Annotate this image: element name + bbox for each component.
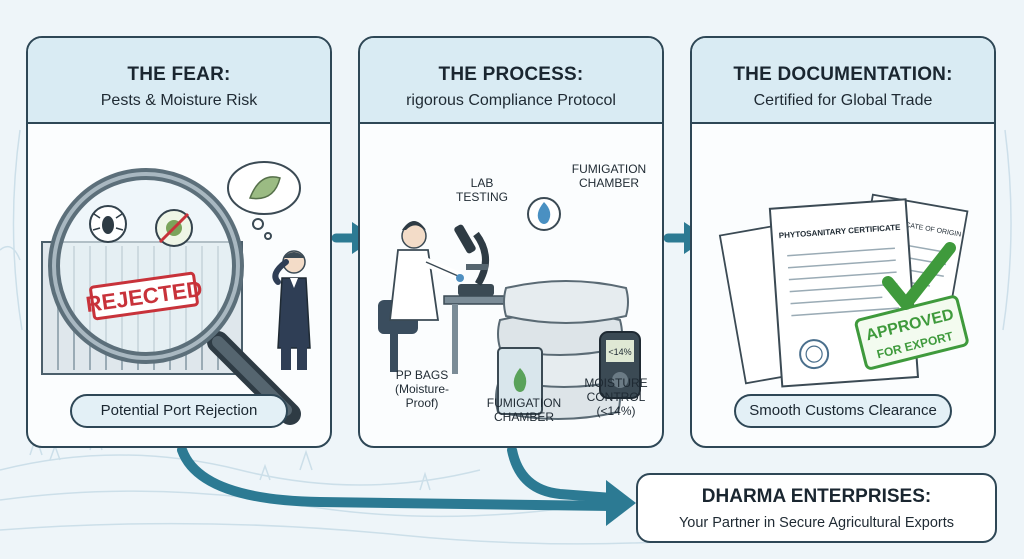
- panel-process-title: THE PROCESS:: [438, 64, 584, 85]
- flow-arrow-to-partner-2: [507, 445, 617, 503]
- panel-fear-subtitle: Pests & Moisture Risk: [100, 92, 258, 109]
- label-moisture-control: MOISTURE CONTROL (<14%): [584, 376, 648, 418]
- label-pp-bags: PP BAGS (Moisture-Proof): [394, 368, 449, 410]
- panel-process: THE PROCESS: rigorous Compliance Protoco…: [358, 36, 664, 448]
- pp-bag-icon: [497, 347, 543, 415]
- moisture-meter-readout: <14%: [608, 347, 631, 357]
- flow-arrow-to-partner-1: [177, 445, 617, 511]
- panel-documentation-title: THE DOCUMENTATION:: [733, 64, 953, 85]
- mold-warning-icon: [155, 209, 193, 247]
- fear-illustration: REJECTED: [41, 161, 311, 425]
- port-rejection-pill: Potential Port Rejection: [70, 394, 288, 428]
- panel-documentation-header: THE DOCUMENTATION: Certified for Global …: [692, 38, 994, 124]
- pest-icon: [89, 205, 127, 243]
- customs-clearance-pill: Smooth Customs Clearance: [734, 394, 952, 428]
- label-lab-testing: LAB TESTING: [455, 176, 508, 204]
- process-illustration: <14%: [378, 197, 641, 420]
- panel-fear-title: THE FEAR:: [127, 64, 231, 85]
- worried-man-icon: [272, 250, 311, 370]
- moisture-meter-icon: <14%: [599, 331, 641, 399]
- lab-scientist-icon: [378, 221, 464, 372]
- partner-box: DHARMA ENTERPRISES: Your Partner in Secu…: [636, 473, 997, 543]
- partner-title: DHARMA ENTERPRISES:: [701, 486, 932, 507]
- microscope-icon: [454, 224, 494, 296]
- panel-documentation-subtitle: Certified for Global Trade: [753, 92, 933, 109]
- panel-fear: THE FEAR: Pests & Moisture Risk: [26, 36, 332, 448]
- partner-subtitle: Your Partner in Secure Agricultural Expo…: [678, 515, 955, 531]
- label-fumigation-chamber-bottom: FUMIGATION CHAMBER: [486, 396, 562, 424]
- thought-bubble-icon: [227, 161, 301, 240]
- panel-process-header: THE PROCESS: rigorous Compliance Protoco…: [360, 38, 662, 124]
- label-fumigation-chamber-top: FUMIGATION CHAMBER: [571, 162, 647, 190]
- panel-fear-header: THE FEAR: Pests & Moisture Risk: [28, 38, 330, 124]
- fumigation-flame-icon: [527, 197, 561, 231]
- documentation-illustration: CERTIFICATE OF ORIGIN PHYTOSANITARY CERT…: [718, 193, 969, 388]
- panel-process-subtitle: rigorous Compliance Protocol: [406, 92, 616, 109]
- official-seal-icon: [799, 339, 830, 370]
- check-mark-icon: [882, 242, 956, 310]
- panel-documentation: THE DOCUMENTATION: Certified for Global …: [690, 36, 996, 448]
- partner-arrowhead: [606, 480, 636, 526]
